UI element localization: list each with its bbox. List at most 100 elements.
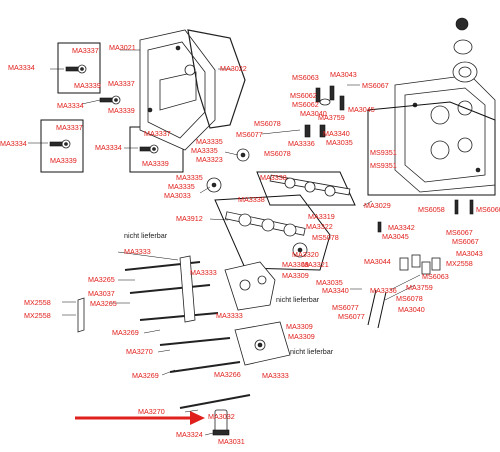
- part-label: MA3333: [190, 268, 217, 277]
- part-label: MA3029: [364, 201, 391, 210]
- head-detail-box: [367, 101, 496, 196]
- part-label: MS6062: [290, 91, 317, 100]
- part-label: MA3759: [318, 113, 345, 122]
- part-label: MA3759: [406, 283, 433, 292]
- part-label: MS6078: [396, 294, 423, 303]
- part-label: MS9351: [370, 148, 397, 157]
- part-label: MS5078: [312, 233, 339, 242]
- part-label: MA3334: [57, 101, 84, 110]
- part-label: nicht lieferbar: [276, 295, 320, 304]
- part-label: MA3323: [196, 155, 223, 164]
- part-label: MX2558: [24, 311, 51, 320]
- part-label: MA3045: [348, 105, 375, 114]
- part-label: MA3339: [50, 156, 77, 165]
- part-label: MA3037: [88, 289, 115, 298]
- part-label: MA3045: [382, 232, 409, 241]
- long-bolt-icon: [124, 261, 251, 409]
- part-label: MA3335: [176, 173, 203, 182]
- intake-flange-icon: [452, 17, 478, 83]
- bolt-icon: [49, 64, 159, 154]
- part-label: MA3337: [144, 129, 171, 138]
- part-label: MS6067: [452, 237, 479, 246]
- part-label: MA3335: [191, 146, 218, 155]
- part-label: MA3339: [74, 81, 101, 90]
- part-label: MA3270: [138, 407, 165, 416]
- part-label: MA3336: [370, 286, 397, 295]
- part-label: MA3337: [72, 46, 99, 55]
- part-label: MA3335: [196, 137, 223, 146]
- part-label: nicht lieferbar: [124, 231, 168, 240]
- part-label: MA3269: [132, 371, 159, 380]
- part-label: MA3340: [322, 286, 349, 295]
- part-label: MX2558: [446, 259, 473, 268]
- part-label: MA3337: [108, 79, 135, 88]
- part-label: MA3334: [95, 143, 122, 152]
- part-label: MA3270: [126, 347, 153, 356]
- gasket-icon: [187, 29, 246, 129]
- part-label: MA3336: [288, 139, 315, 148]
- pin-icon: [377, 199, 474, 233]
- cam-holder-icon: [224, 261, 276, 311]
- part-label: MA3319: [308, 212, 335, 221]
- chain-guide-icon: [77, 255, 196, 333]
- bolt-kit-box-2: [40, 119, 84, 173]
- valve-spring-icon: [384, 254, 441, 301]
- part-label: MA3309: [282, 260, 309, 269]
- part-label: MS6060: [476, 205, 500, 214]
- part-label: MA3337: [56, 123, 83, 132]
- rocker-arm-icon: [304, 85, 345, 138]
- part-label: MA3320: [292, 250, 319, 259]
- part-label: MA3322: [306, 222, 333, 231]
- part-label: MA3338: [238, 195, 265, 204]
- part-label: MA3033: [164, 191, 191, 200]
- part-label: MA3035: [326, 138, 353, 147]
- part-label: MA3265: [88, 275, 115, 284]
- part-label: MA3309: [282, 271, 309, 280]
- part-label: nicht lieferbar: [290, 347, 334, 356]
- part-label: MA3032: [208, 412, 235, 421]
- part-label: MA3035: [316, 278, 343, 287]
- part-label: MA3338: [260, 173, 287, 182]
- part-label: MA3269: [112, 328, 139, 337]
- part-label: MS6067: [362, 81, 389, 90]
- part-label: MA3309: [286, 322, 313, 331]
- part-label: MS6078: [254, 119, 281, 128]
- cam-sprocket-icon: [206, 148, 250, 193]
- bolt-kit-box-1: [57, 42, 101, 94]
- part-label: MS6058: [418, 205, 445, 214]
- part-label: MA3265: [90, 299, 117, 308]
- part-label: MA3321: [302, 260, 329, 269]
- part-label: MA3031: [218, 437, 245, 446]
- part-label: MS6067: [446, 228, 473, 237]
- part-label: MS6063: [422, 272, 449, 281]
- part-label: MS6077: [332, 303, 359, 312]
- part-label: MS6062: [292, 100, 319, 109]
- part-label: MA3043: [456, 249, 483, 258]
- part-label: MA3342: [388, 223, 415, 232]
- highlight-arrow: [75, 411, 205, 425]
- part-label: MA3333: [262, 371, 289, 380]
- part-label: MS6077: [236, 130, 263, 139]
- part-label: MA3022: [220, 64, 247, 73]
- part-label: MS6077: [338, 312, 365, 321]
- part-label: MA3333: [216, 311, 243, 320]
- leader-lines: [28, 49, 373, 436]
- part-label: MA3340: [323, 129, 350, 138]
- part-label: MA3021: [109, 43, 136, 52]
- valve-cover-icon: [139, 29, 216, 151]
- camshaft-icon: [256, 171, 356, 206]
- camshaft-icon: [224, 211, 308, 258]
- part-label: MA3040: [398, 305, 425, 314]
- part-label: MA3333: [124, 247, 151, 256]
- part-label: MA3309: [288, 332, 315, 341]
- camshaft-box: [214, 194, 331, 271]
- part-label: MA3043: [330, 70, 357, 79]
- cylinder-head-icon: [394, 74, 496, 193]
- part-label: MA3044: [364, 257, 391, 266]
- part-label: MA3335: [168, 182, 195, 191]
- part-label: MS9351: [370, 161, 397, 170]
- part-label: MS6063: [292, 73, 319, 82]
- part-label: MA3912: [176, 214, 203, 223]
